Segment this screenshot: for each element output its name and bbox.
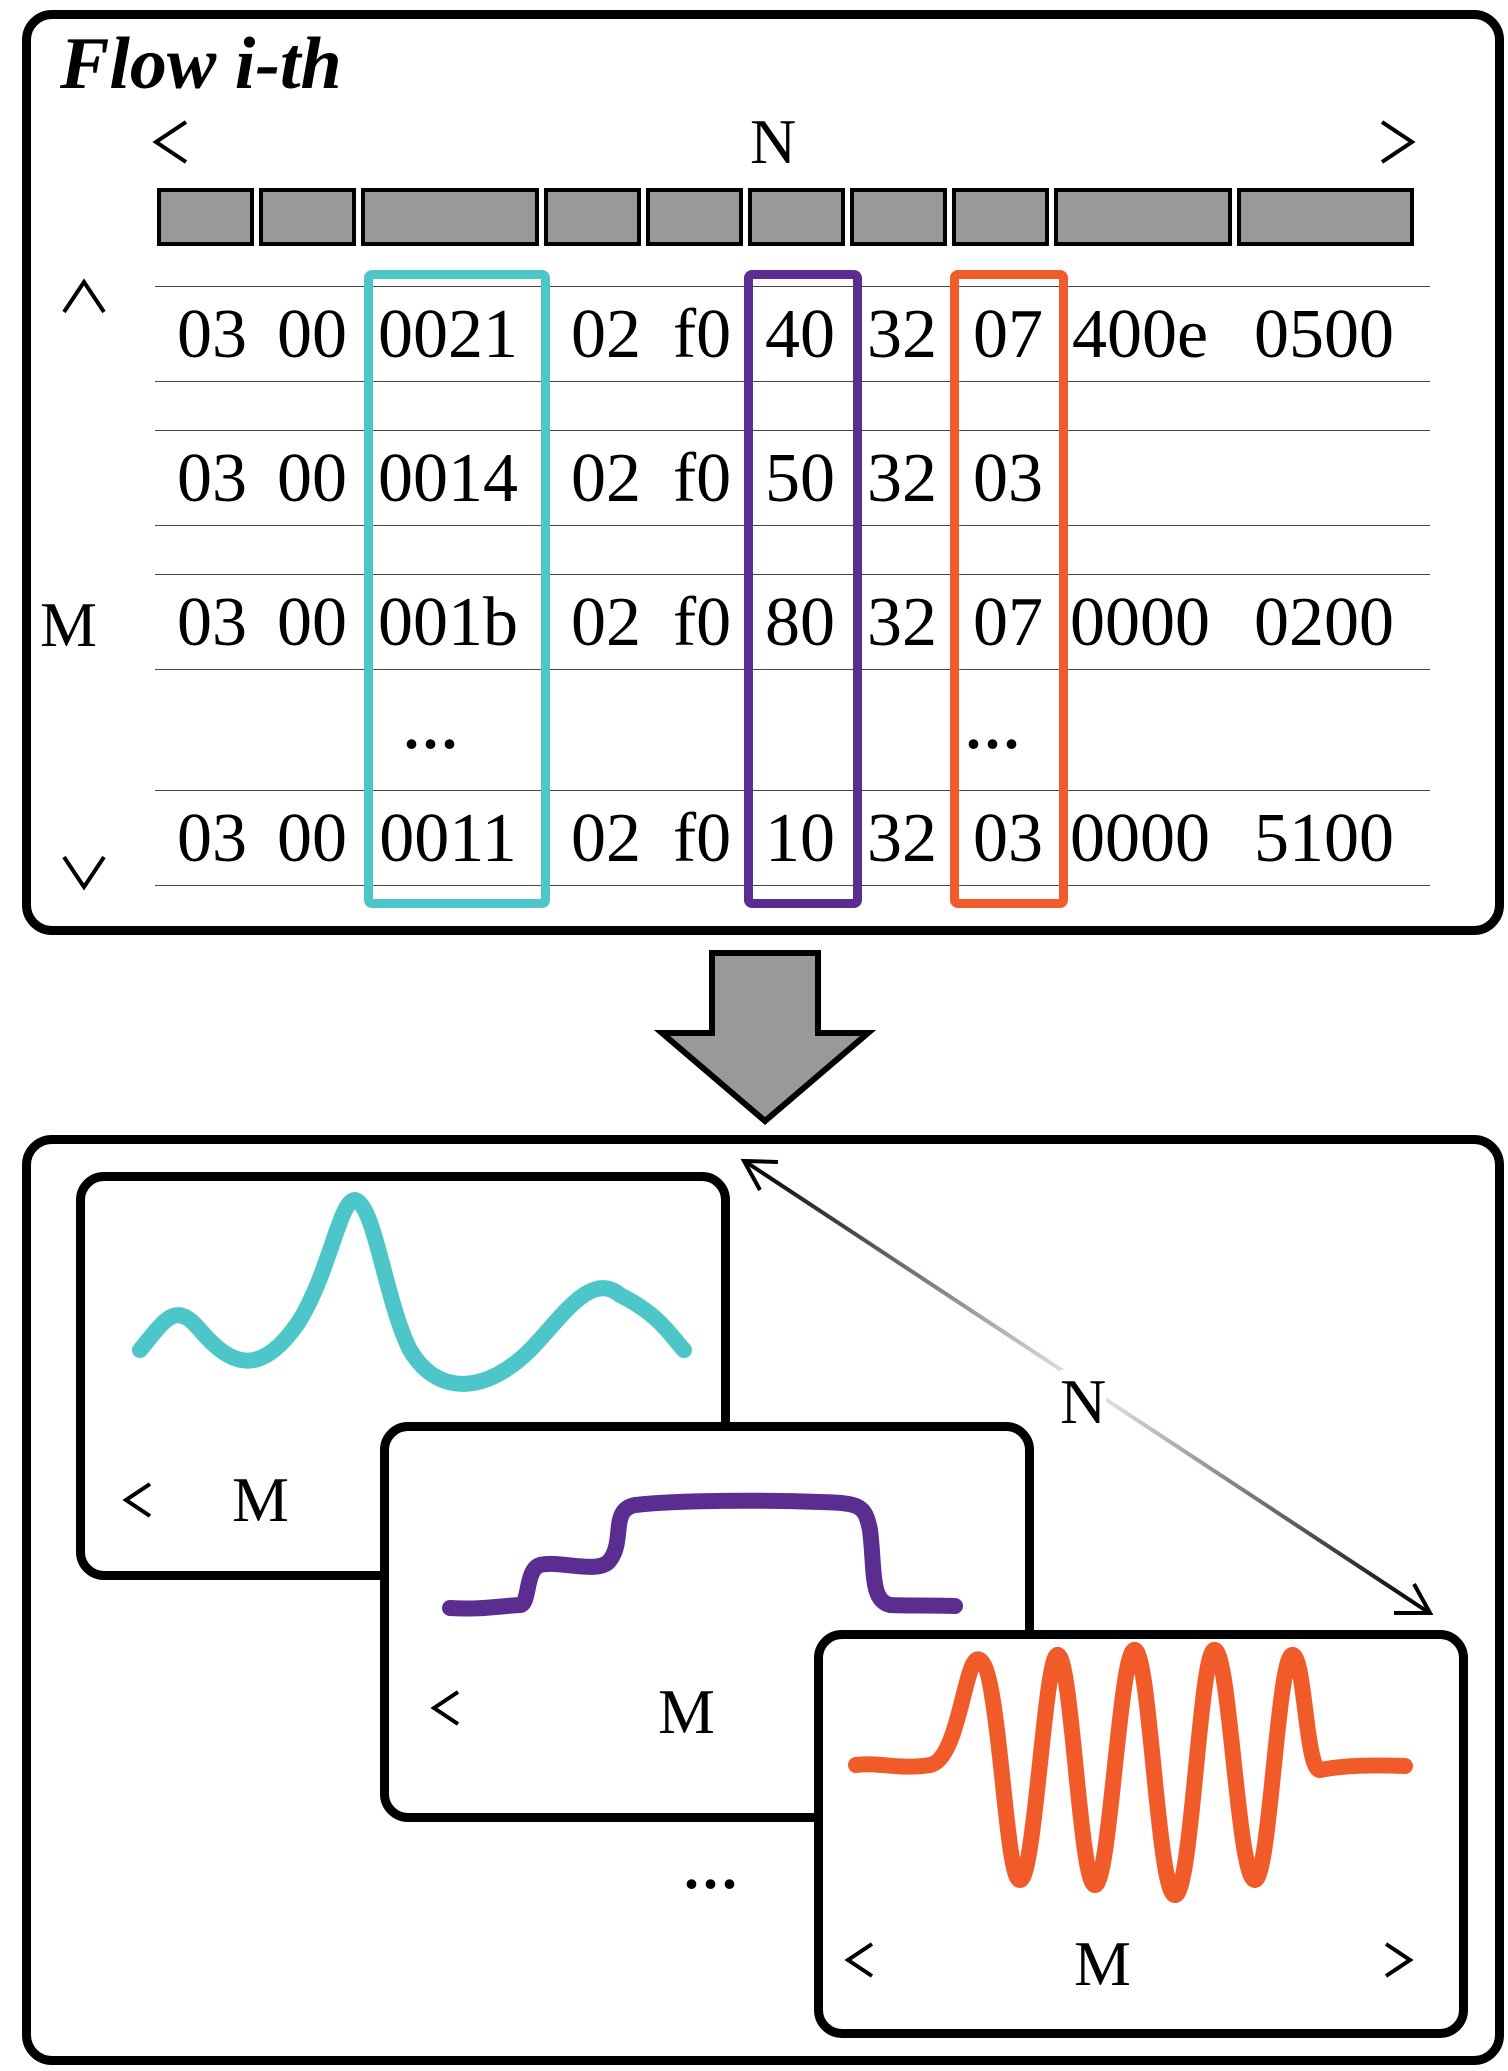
card-stack-ellipsis: ... (684, 1835, 741, 1901)
hex-cell: 02 (571, 800, 641, 877)
row-divider (155, 790, 1430, 791)
hex-cell: 0000 (1070, 584, 1210, 661)
purple-highlight-box (744, 270, 862, 908)
hex-cell: 02 (571, 440, 641, 517)
hex-cell: 0021 (378, 296, 518, 373)
byte-segment (157, 188, 254, 246)
hex-cell: f0 (672, 584, 732, 661)
hex-cell: 02 (571, 296, 641, 373)
hex-cell: 400e (1071, 296, 1209, 373)
n-label: N (750, 106, 797, 177)
row-divider (155, 574, 1430, 575)
ellipsis-cyan: ... (404, 695, 461, 761)
hex-cell: 0014 (378, 440, 518, 517)
diagonal-n-label: N (1060, 1366, 1107, 1437)
byte-segment (259, 188, 356, 246)
card1-m-label: M (232, 1464, 289, 1535)
hex-cell: 03 (973, 440, 1043, 517)
hex-cell: f0 (672, 440, 732, 517)
row-divider (155, 430, 1430, 431)
row-divider (155, 885, 1430, 886)
byte-segment (850, 188, 947, 246)
hex-cell: 00 (277, 440, 347, 517)
byte-segment (544, 188, 641, 246)
hex-cell: 32 (867, 440, 937, 517)
hex-cell: 00 (277, 800, 347, 877)
byte-segment (952, 188, 1049, 246)
hex-cell: 10 (765, 800, 835, 877)
hex-cell: 07 (973, 584, 1043, 661)
cyan-highlight-box (364, 270, 550, 908)
row-divider (155, 286, 1430, 287)
byte-segment (748, 188, 845, 246)
hex-cell: 07 (973, 296, 1043, 373)
card2-m-label: M (658, 1676, 715, 1747)
hex-cell: 001b (378, 584, 518, 661)
hex-cell: 0000 (1070, 800, 1210, 877)
byte-segment (361, 188, 539, 246)
hex-cell: 40 (765, 296, 835, 373)
hex-cell: 32 (867, 296, 937, 373)
hex-cell: 80 (765, 584, 835, 661)
hex-cell: 0500 (1254, 296, 1394, 373)
byte-segment (646, 188, 743, 246)
orange-signal-card (814, 1630, 1468, 2038)
hex-cell: f0 (672, 800, 732, 877)
hex-cell: 03 (177, 440, 247, 517)
hex-cell: 32 (867, 800, 937, 877)
orange-highlight-box (950, 270, 1068, 908)
hex-cell: 03 (177, 800, 247, 877)
flow-title: Flow i-th (60, 23, 342, 105)
hex-cell: 0011 (379, 800, 517, 877)
flow-panel (22, 10, 1504, 935)
down-arrow-icon (653, 950, 877, 1125)
card3-m-label: M (1074, 1928, 1131, 1999)
hex-cell: 02 (571, 584, 641, 661)
hex-cell: 03 (177, 296, 247, 373)
row-divider (155, 381, 1430, 382)
row-divider (155, 525, 1430, 526)
hex-cell: 03 (973, 800, 1043, 877)
hex-cell: 0200 (1254, 584, 1394, 661)
hex-cell: 00 (277, 296, 347, 373)
byte-segment (1237, 188, 1414, 246)
hex-cell: 32 (867, 584, 937, 661)
hex-cell: 03 (177, 584, 247, 661)
row-divider (155, 669, 1430, 670)
hex-cell: f0 (672, 296, 732, 373)
ellipsis-orange: ... (966, 695, 1023, 761)
hex-cell: 5100 (1254, 800, 1394, 877)
m-label: M (40, 589, 97, 660)
hex-cell: 00 (277, 584, 347, 661)
hex-cell: 50 (765, 440, 835, 517)
byte-segment (1054, 188, 1232, 246)
